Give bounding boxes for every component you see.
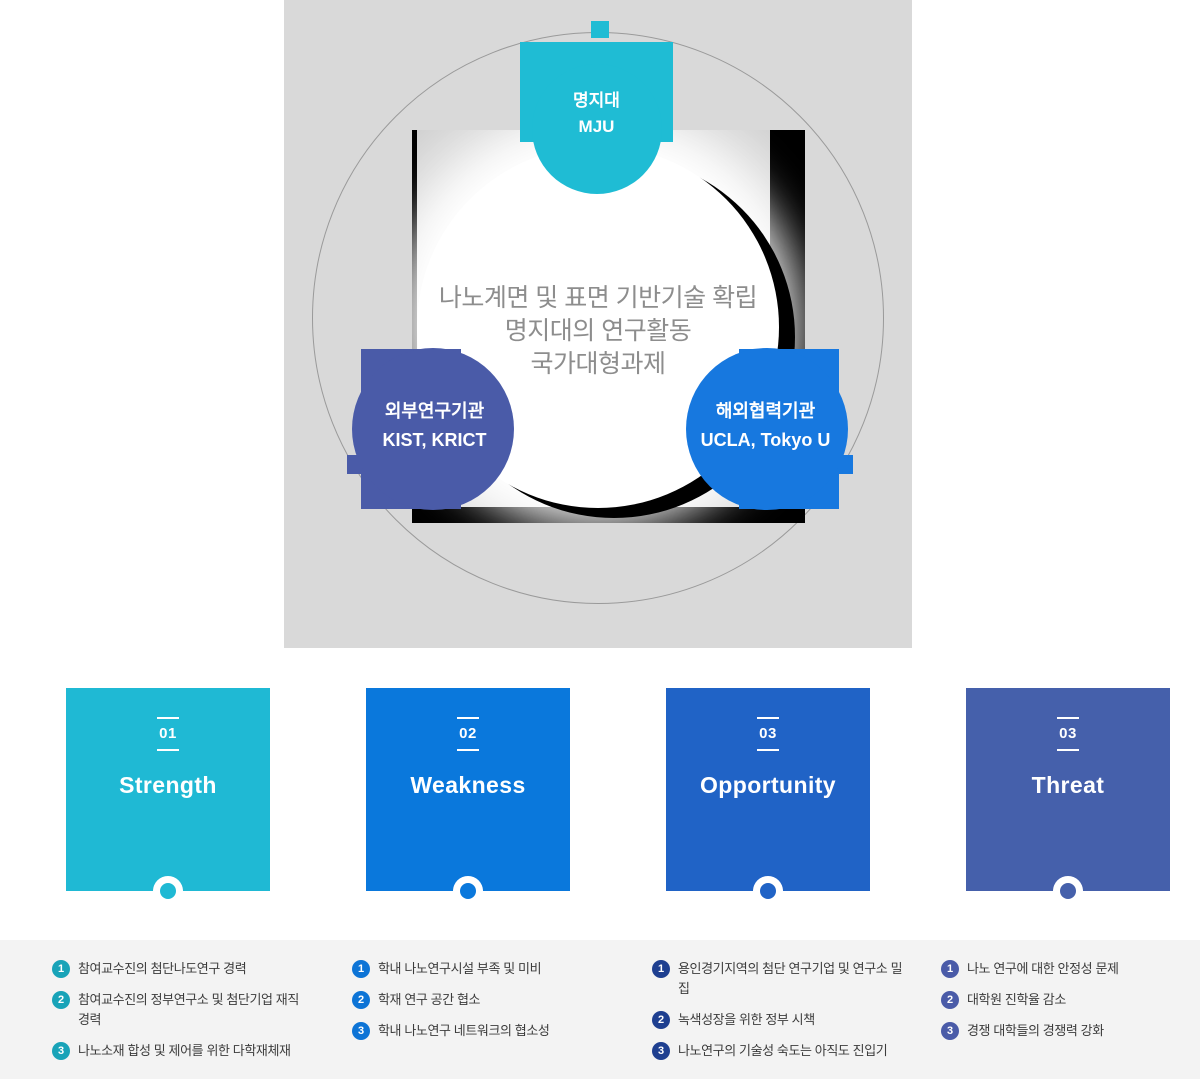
item-text: 대학원 진학율 감소 — [967, 992, 1066, 1007]
item-bullet: 3 — [52, 1042, 70, 1060]
item-text: 경쟁 대학들의 경쟁력 강화 — [967, 1023, 1104, 1038]
card-number: 03 — [1059, 725, 1077, 742]
item-text: 나노소재 합성 및 제어를 위한 다학재체재 — [78, 1043, 291, 1058]
card-number-badge: 03 — [666, 717, 870, 751]
center-statement: 나노계면 및 표면 기반기술 확립 명지대의 연구활동 국가대형과제 — [398, 282, 798, 381]
center-statement-line3: 국가대형과제 — [530, 350, 666, 378]
list-item: 3 나노연구의 기술성 숙도는 아직도 진입기 — [652, 1041, 908, 1061]
item-bullet: 2 — [652, 1011, 670, 1029]
number-line-bottom — [157, 749, 179, 751]
list-item: 2 녹색성장을 위한 정부 시책 — [652, 1010, 908, 1030]
list-item: 2 대학원 진학율 감소 — [941, 990, 1186, 1010]
list-item: 3 나노소재 합성 및 제어를 위한 다학재체재 — [52, 1041, 302, 1061]
item-text: 학재 연구 공간 협소 — [378, 992, 481, 1007]
item-bullet: 1 — [352, 960, 370, 978]
item-bullet: 2 — [352, 991, 370, 1009]
opportunity-list: 1 용인경기지역의 첨단 연구기업 및 연구소 밀집 2 녹색성장을 위한 정부… — [652, 959, 908, 1061]
strength-list: 1 참여교수진의 첨단나도연구 경력 2 참여교수진의 정부연구소 및 첨단기업… — [52, 959, 302, 1061]
external-node-bulge — [352, 348, 514, 510]
card-bottom-dot-inner — [160, 883, 176, 899]
center-statement-line2: 명지대의 연구활동 — [504, 317, 692, 345]
external-node-subtitle: KIST, KRICT — [382, 430, 487, 450]
overseas-node-title: 해외협력기관 — [715, 401, 816, 421]
card-bottom-dot — [153, 876, 183, 906]
item-text: 용인경기지역의 첨단 연구기업 및 연구소 밀집 — [678, 961, 903, 996]
item-bullet: 3 — [652, 1042, 670, 1060]
list-item: 2 학재 연구 공간 협소 — [352, 990, 602, 1010]
overseas-node-subtitle: UCLA, Tokyo U — [700, 430, 831, 450]
swot-card-opportunity: 03 Opportunity — [666, 688, 870, 906]
card-number: 01 — [159, 725, 177, 742]
mju-node-subtitle: MJU — [578, 117, 615, 136]
card-bottom-dot-inner — [460, 883, 476, 899]
external-node-notch — [347, 455, 362, 474]
item-text: 참여교수진의 정부연구소 및 첨단기업 재직경력 — [78, 992, 299, 1027]
item-bullet: 2 — [52, 991, 70, 1009]
card-bottom-dot-inner — [760, 883, 776, 899]
list-item: 1 참여교수진의 첨단나도연구 경력 — [52, 959, 302, 979]
weakness-list: 1 학내 나노연구시설 부족 및 미비 2 학재 연구 공간 협소 3 학내 나… — [352, 959, 602, 1041]
card-number: 02 — [459, 725, 477, 742]
card-bottom-dot-inner — [1060, 883, 1076, 899]
number-line-top — [457, 717, 479, 719]
item-bullet: 3 — [941, 1022, 959, 1040]
card-bottom-dot — [453, 876, 483, 906]
swot-card-strength: 01 Strength — [66, 688, 270, 906]
list-item: 1 학내 나노연구시설 부족 및 미비 — [352, 959, 602, 979]
item-bullet: 1 — [941, 960, 959, 978]
item-text: 나노연구의 기술성 숙도는 아직도 진입기 — [678, 1043, 888, 1058]
item-text: 녹색성장을 위한 정부 시책 — [678, 1012, 815, 1027]
swot-detail-section — [0, 940, 1200, 1079]
number-line-top — [1057, 717, 1079, 719]
item-text: 나노 연구에 대한 안정성 문제 — [967, 961, 1119, 976]
number-line-top — [157, 717, 179, 719]
mju-node-label: 명지대 MJU — [520, 88, 673, 140]
card-number-badge: 01 — [66, 717, 270, 751]
mju-node-bulge — [532, 64, 662, 194]
swot-card-threat: 03 Threat — [966, 688, 1170, 906]
number-line-bottom — [457, 749, 479, 751]
card-title: Strength — [119, 772, 217, 798]
number-line-bottom — [757, 749, 779, 751]
external-node-label: 외부연구기관 KIST, KRICT — [347, 397, 522, 455]
swot-card-weakness: 02 Weakness — [366, 688, 570, 906]
list-item: 3 경쟁 대학들의 경쟁력 강화 — [941, 1021, 1186, 1041]
number-line-top — [757, 717, 779, 719]
overseas-node-label: 해외협력기관 UCLA, Tokyo U — [678, 397, 853, 455]
threat-list: 1 나노 연구에 대한 안정성 문제 2 대학원 진학율 감소 3 경쟁 대학들… — [941, 959, 1186, 1041]
overseas-node-bulge — [686, 348, 848, 510]
item-bullet: 1 — [52, 960, 70, 978]
list-item: 3 학내 나노연구 네트워크의 협소성 — [352, 1021, 602, 1041]
list-item: 1 용인경기지역의 첨단 연구기업 및 연구소 밀집 — [652, 959, 908, 999]
item-text: 학내 나노연구 네트워크의 협소성 — [378, 1023, 550, 1038]
card-number-badge: 03 — [966, 717, 1170, 751]
card-title: Threat — [1031, 772, 1105, 798]
mju-node-title: 명지대 — [573, 91, 620, 110]
top-node-tab — [591, 21, 609, 38]
item-bullet: 1 — [652, 960, 670, 978]
center-statement-line1: 나노계면 및 표면 기반기술 확립 — [438, 284, 758, 312]
card-number: 03 — [759, 725, 777, 742]
item-bullet: 2 — [941, 991, 959, 1009]
card-number-badge: 02 — [366, 717, 570, 751]
card-bottom-dot — [753, 876, 783, 906]
external-node-title: 외부연구기관 — [384, 401, 485, 421]
item-text: 학내 나노연구시설 부족 및 미비 — [378, 961, 542, 976]
card-bottom-dot — [1053, 876, 1083, 906]
card-title: Weakness — [410, 772, 526, 798]
number-line-bottom — [1057, 749, 1079, 751]
item-text: 참여교수진의 첨단나도연구 경력 — [78, 961, 247, 976]
list-item: 1 나노 연구에 대한 안정성 문제 — [941, 959, 1186, 979]
card-title: Opportunity — [700, 772, 836, 798]
item-bullet: 3 — [352, 1022, 370, 1040]
overseas-node-notch — [838, 455, 853, 474]
list-item: 2 참여교수진의 정부연구소 및 첨단기업 재직경력 — [52, 990, 302, 1030]
